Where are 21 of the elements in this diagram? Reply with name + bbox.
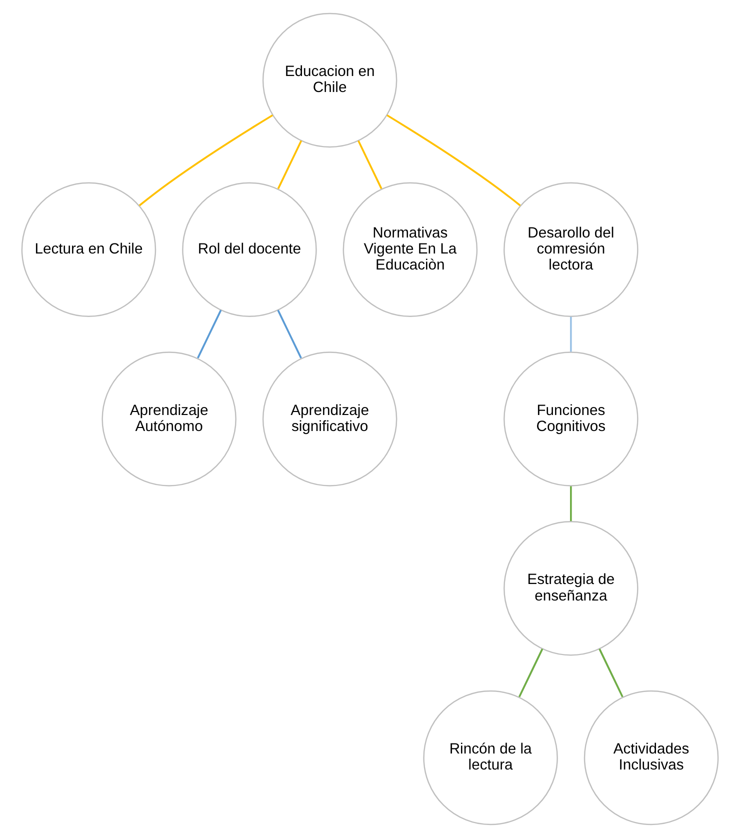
node-circle: Estrategia de enseñanza (504, 521, 638, 656)
node-circle: Normativas Vigente En La Educaciòn (342, 182, 478, 317)
connector (570, 486, 572, 522)
node-circle: Aprendizaje significativo (262, 352, 398, 486)
connector (570, 316, 572, 352)
connector (358, 140, 382, 190)
node-circle: Lectura en Chile (21, 182, 156, 317)
connector (277, 310, 302, 358)
node-circle: Rincón de la lectura (423, 690, 558, 826)
node-circle: Educacion en Chile (262, 12, 398, 148)
node-circle: Aprendizaje Autónomo (102, 352, 236, 486)
node-circle: Actividades Inclusivas (584, 690, 719, 826)
connector (518, 648, 544, 698)
node-circle: Funciones Cognitivos (504, 352, 638, 486)
connector (277, 140, 302, 190)
connector (196, 310, 222, 358)
connector (386, 114, 521, 206)
connector (598, 648, 624, 698)
node-circle: Rol del docente (182, 182, 317, 317)
connector (138, 114, 274, 206)
node-circle: Desarollo del comresión lectora (504, 182, 638, 317)
